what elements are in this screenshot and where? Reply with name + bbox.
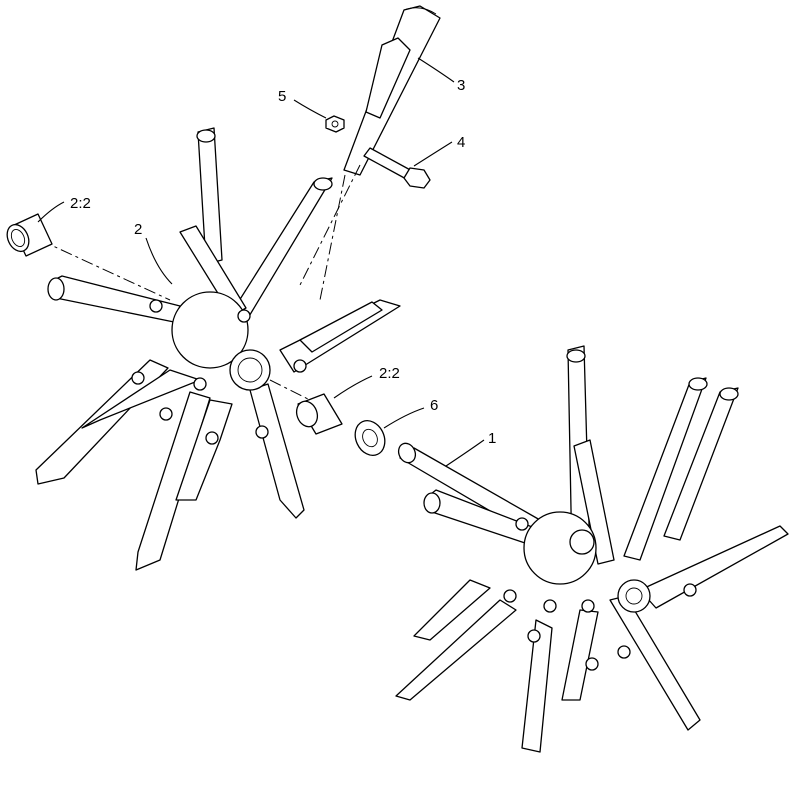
leader-4 xyxy=(413,141,453,167)
leader-2 xyxy=(145,237,173,285)
assembly-line-bushing xyxy=(39,239,171,301)
leader-2-2-top xyxy=(37,201,65,223)
callout-label-4: 4 xyxy=(457,134,465,151)
tine-assembly-right xyxy=(395,345,789,753)
assembly-line-shaft xyxy=(269,379,311,401)
leader-2-2-mid xyxy=(333,375,373,399)
leader-3 xyxy=(417,57,455,83)
callout-label-2-2-mid: 2:2 xyxy=(379,365,400,382)
assembly-line-arm xyxy=(319,174,346,301)
callout-label-5: 5 xyxy=(278,88,286,105)
nut-part-5 xyxy=(325,115,345,133)
callout-label-2-2-top: 2:2 xyxy=(70,195,91,212)
bushing-part-2-2-top xyxy=(6,213,53,257)
collar-part-6 xyxy=(354,419,386,457)
callout-label-1: 1 xyxy=(488,430,496,447)
callout-label-6: 6 xyxy=(430,397,438,414)
leader-6 xyxy=(383,407,425,429)
bolt-part-4 xyxy=(363,147,431,189)
bushing-part-2-2-mid xyxy=(295,393,343,435)
callout-label-2: 2 xyxy=(134,221,142,238)
leader-5 xyxy=(293,99,327,119)
tine-assembly-part-2 xyxy=(35,127,401,571)
tine-arm-part-3 xyxy=(343,5,441,176)
leader-1 xyxy=(445,439,485,467)
callout-label-3: 3 xyxy=(457,77,465,94)
